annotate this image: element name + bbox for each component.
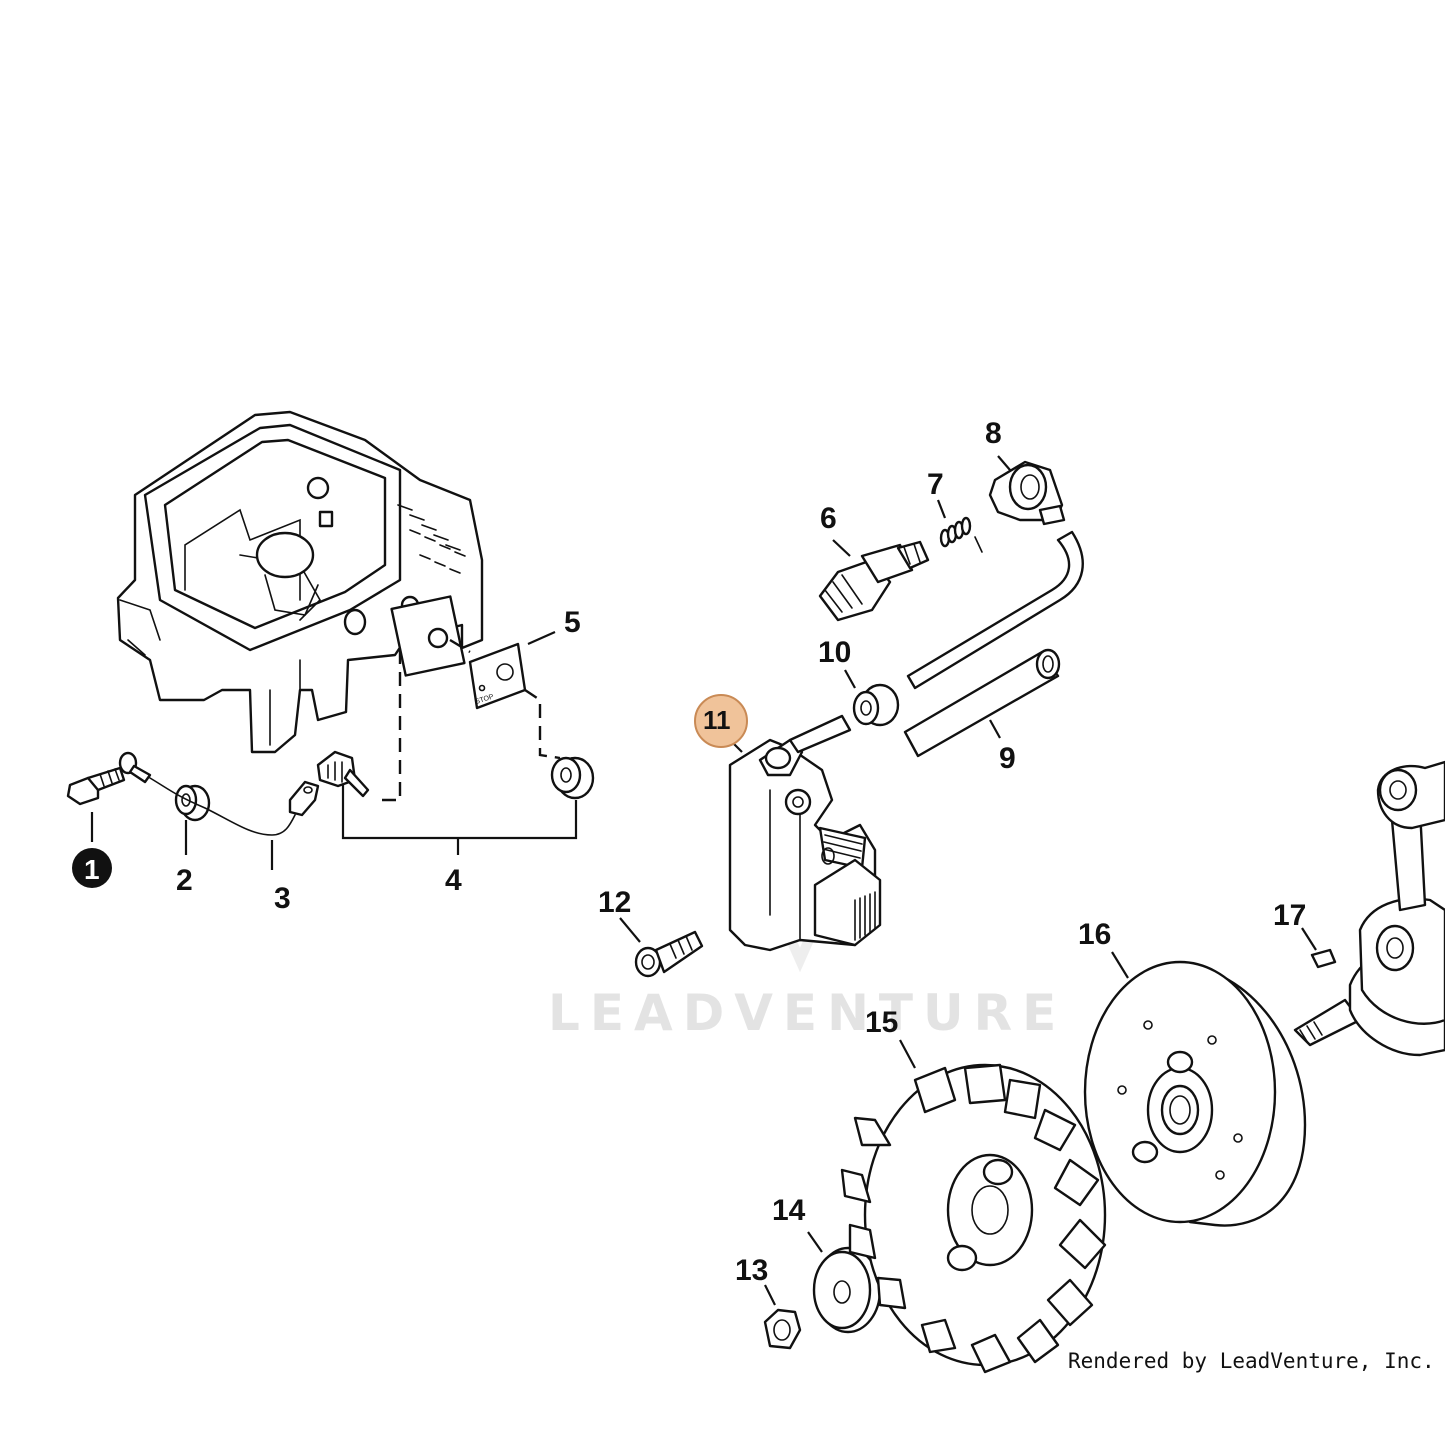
part-12-bolt[interactable] — [634, 930, 704, 978]
part-5-stop-plate[interactable]: STOP — [468, 642, 527, 710]
part-6-spark-plug[interactable] — [818, 540, 930, 622]
part-15-fan-wheel[interactable] — [840, 1063, 1107, 1374]
callout-5[interactable]: 5 — [564, 606, 581, 639]
part-16-flywheel[interactable] — [1083, 960, 1307, 1227]
part-7-spring[interactable] — [939, 516, 983, 553]
callout-8[interactable]: 8 — [985, 417, 1002, 450]
crankshaft[interactable] — [1293, 760, 1445, 1057]
part-1-screw[interactable] — [66, 766, 126, 806]
assembly-dashed-lines — [382, 638, 561, 802]
callout-1[interactable]: 1 — [84, 854, 100, 885]
callout-11[interactable]: 11 — [703, 705, 731, 735]
callout-12[interactable]: 12 — [598, 886, 631, 919]
callout-14[interactable]: 14 — [772, 1194, 806, 1227]
part-14-washer[interactable] — [812, 1246, 882, 1334]
leader-lines — [90, 455, 1317, 1306]
part-17-key[interactable] — [1310, 948, 1337, 969]
engine-housing[interactable] — [116, 410, 484, 754]
callout-10[interactable]: 10 — [818, 636, 851, 669]
watermark-text: LEADVENTURE — [548, 984, 1066, 1042]
callout-11-highlight[interactable] — [694, 694, 748, 748]
housing-vent-holes — [397, 504, 466, 574]
callout-9[interactable]: 9 — [999, 742, 1016, 775]
part-9-hose[interactable] — [903, 648, 1061, 758]
fan-blades — [840, 1063, 1107, 1374]
callout-16[interactable]: 16 — [1078, 918, 1111, 951]
callout-15[interactable]: 15 — [865, 1006, 898, 1039]
callout-3[interactable]: 3 — [274, 882, 291, 915]
render-credit: Rendered by LeadVenture, Inc. — [1068, 1349, 1435, 1373]
callout-13[interactable]: 13 — [735, 1254, 768, 1287]
ignition-lead[interactable] — [906, 530, 1084, 690]
part-8-spark-plug-boot[interactable] — [988, 460, 1066, 526]
callout-4[interactable]: 4 — [445, 864, 462, 897]
part-11-ignition-module[interactable] — [728, 714, 882, 952]
callout-17[interactable]: 17 — [1273, 899, 1306, 932]
part-4-switch-assembly[interactable] — [316, 750, 595, 800]
callout-1-badge[interactable] — [72, 848, 112, 888]
callout-6[interactable]: 6 — [820, 502, 837, 535]
callout-7[interactable]: 7 — [927, 468, 944, 501]
part-13-nut[interactable] — [763, 1308, 802, 1350]
part-10-cap[interactable] — [852, 683, 900, 727]
part-3-short-circuit-wire[interactable] — [118, 751, 320, 836]
callout-2[interactable]: 2 — [176, 864, 193, 897]
